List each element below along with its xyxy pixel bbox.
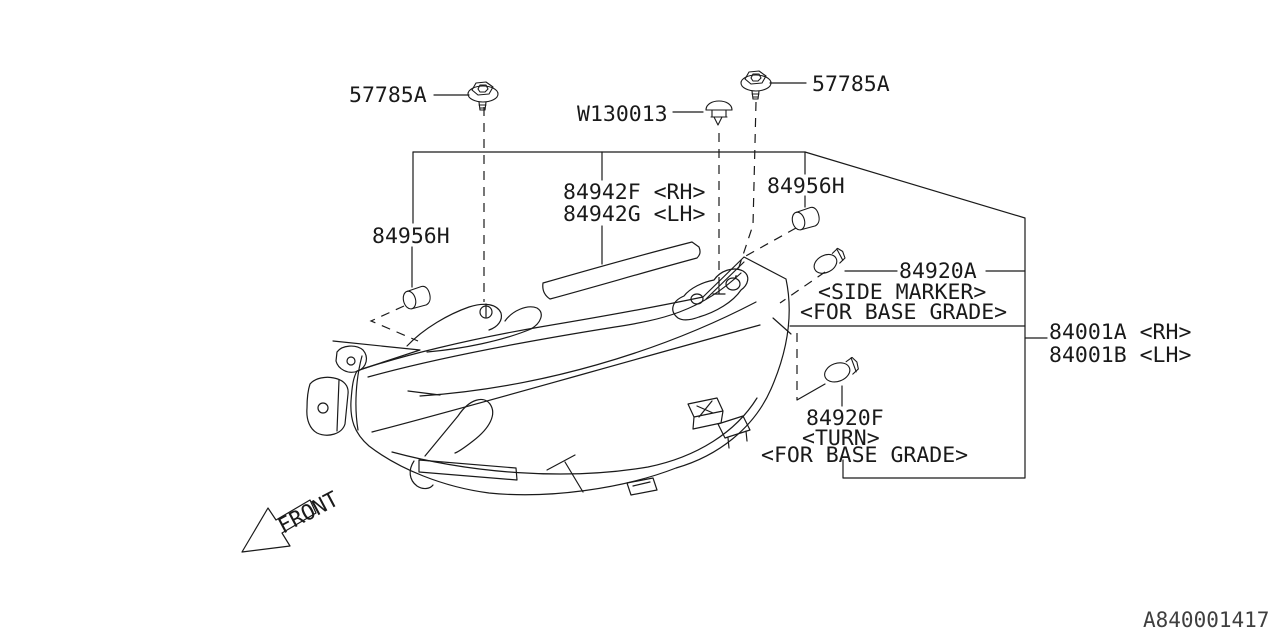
part-label-headlamp-lh: 84001B <LH> xyxy=(1049,343,1191,368)
part-note-turn-grade: <FOR BASE GRADE> xyxy=(761,443,968,468)
part-label-bolt-right: 57785A xyxy=(812,72,890,97)
part-note-side-marker-grade: <FOR BASE GRADE> xyxy=(800,300,1007,325)
grommet-icon xyxy=(402,285,431,310)
clip-screw-icon xyxy=(705,100,733,126)
part-label-turn-bulb: 84920F xyxy=(806,406,884,431)
bulb-icon xyxy=(824,356,859,383)
molding-strip-drawing xyxy=(542,241,701,300)
part-note-side-marker: <SIDE MARKER> xyxy=(818,280,986,305)
hex-bolt-icon xyxy=(740,70,772,100)
hex-bolt-icon xyxy=(467,81,499,111)
part-label-molding-rh: 84942F <RH> xyxy=(563,180,705,205)
reference-bracket-lines xyxy=(411,82,1048,479)
part-label-headlamp-rh: 84001A <RH> xyxy=(1049,320,1191,345)
part-label-clip: W130013 xyxy=(577,102,668,127)
part-label-grommet-right: 84956H xyxy=(767,174,845,199)
part-note-turn: <TURN> xyxy=(802,426,880,451)
diagram-id: A840001417 xyxy=(1143,608,1269,632)
part-label-bolt-left: 57785A xyxy=(349,83,427,108)
part-label-grommet-left: 84956H xyxy=(372,224,450,249)
front-direction-arrow xyxy=(241,499,317,553)
part-label-side-marker: 84920A xyxy=(899,259,977,284)
headlamp-assembly-drawing xyxy=(306,256,790,496)
dashed-locator-lines xyxy=(369,101,826,400)
part-label-molding-lh: 84942G <LH> xyxy=(563,202,705,227)
front-label: FRONT xyxy=(274,487,343,539)
bulb-icon xyxy=(813,247,846,274)
grommet-icon xyxy=(791,206,820,231)
